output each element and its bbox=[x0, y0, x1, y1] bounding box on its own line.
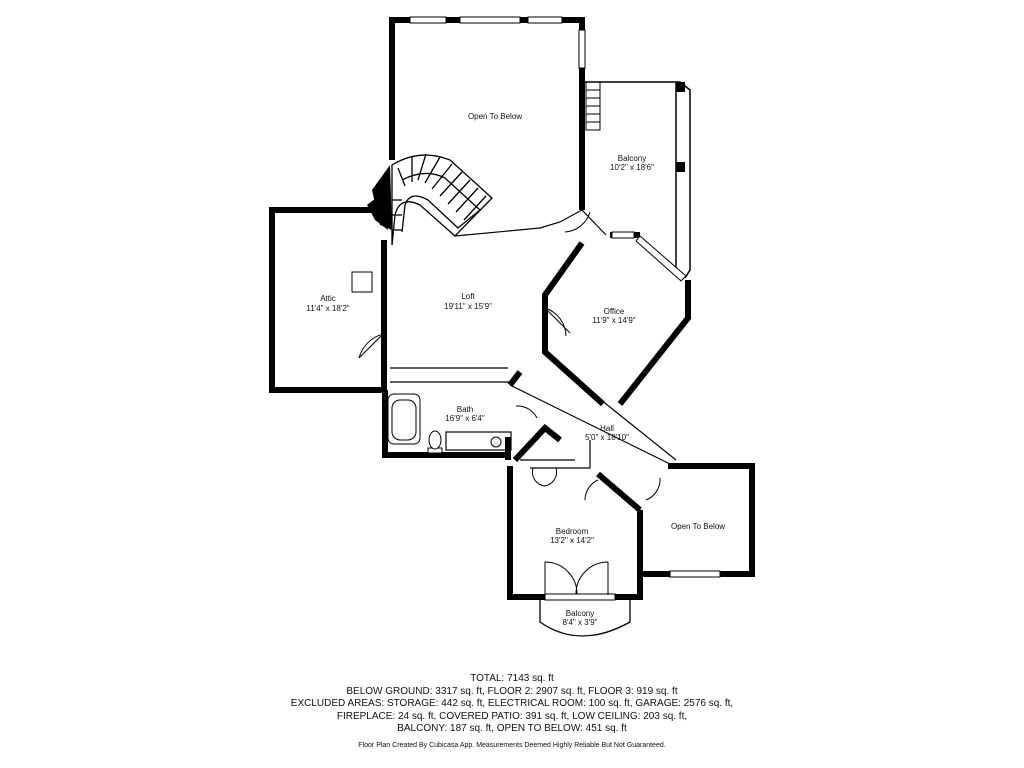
windows bbox=[409, 16, 721, 601]
wall-corner bbox=[367, 195, 388, 230]
room-name-office: Office bbox=[604, 307, 625, 316]
room-name-balcony-top: Balcony bbox=[618, 154, 646, 163]
fireplace-hatch bbox=[585, 81, 601, 131]
room-dims-office: 11'9" x 14'9" bbox=[592, 316, 635, 325]
balcony-top-railing bbox=[580, 81, 691, 279]
room-dims-balcony-top: 10'2" x 18'6" bbox=[610, 163, 654, 172]
area-summary-line: FIREPLACE: 24 sq. ft, COVERED PATIO: 391… bbox=[336, 710, 688, 722]
staircase bbox=[391, 153, 493, 246]
room-dims-hall: 5'0" x 18'10" bbox=[585, 433, 629, 442]
bathtub-icon bbox=[387, 393, 421, 445]
room-name-balcony-bottom: Balcony bbox=[566, 609, 594, 618]
balcony-post bbox=[676, 162, 685, 172]
room-name-loft: Loft bbox=[461, 292, 475, 301]
area-summary-line: BALCONY: 187 sq. ft, OPEN TO BELOW: 451 … bbox=[397, 723, 627, 735]
doors bbox=[358, 211, 661, 595]
room-name-open-to-below-top: Open To Below bbox=[468, 112, 522, 121]
area-summary: TOTAL: 7143 sq. ft BELOW GROUND: 3317 sq… bbox=[0, 673, 1024, 736]
room-dims-bath: 16'9" x 6'4" bbox=[445, 414, 485, 423]
room-dims-attic: 11'4" x 18'2" bbox=[306, 304, 349, 313]
sink-icon bbox=[490, 436, 502, 448]
room-name-hall: Hall bbox=[600, 424, 614, 433]
area-summary-line: EXCLUDED AREAS: STORAGE: 442 sq. ft, ELE… bbox=[290, 698, 734, 710]
room-name-bedroom: Bedroom bbox=[556, 527, 589, 536]
room-name-attic: Attic bbox=[320, 294, 336, 303]
room-dims-balcony-bottom: 8'4" x 3'9" bbox=[563, 618, 598, 627]
balcony-post bbox=[676, 82, 685, 92]
attic-hatch bbox=[351, 271, 373, 293]
wall-corner bbox=[372, 165, 392, 230]
room-name-open-to-below-right: Open To Below bbox=[671, 522, 725, 531]
balcony-bottom-outline bbox=[539, 598, 631, 637]
room-name-bath: Bath bbox=[457, 405, 473, 414]
room-dims-loft: 19'11" x 15'9" bbox=[444, 302, 492, 311]
area-summary-line: BELOW GROUND: 3317 sq. ft, FLOOR 2: 2907… bbox=[346, 685, 678, 697]
area-summary-line: TOTAL: 7143 sq. ft bbox=[470, 673, 554, 684]
room-dims-bedroom: 13'2" x 14'2" bbox=[550, 536, 594, 545]
toilet-icon bbox=[427, 430, 443, 454]
disclaimer-footer: Floor Plan Created By Cubicasa App. Meas… bbox=[358, 742, 666, 749]
floor-plan: Open To Below Balcony 10'2" x 18'6" Atti… bbox=[269, 16, 755, 637]
partitions bbox=[390, 209, 677, 469]
